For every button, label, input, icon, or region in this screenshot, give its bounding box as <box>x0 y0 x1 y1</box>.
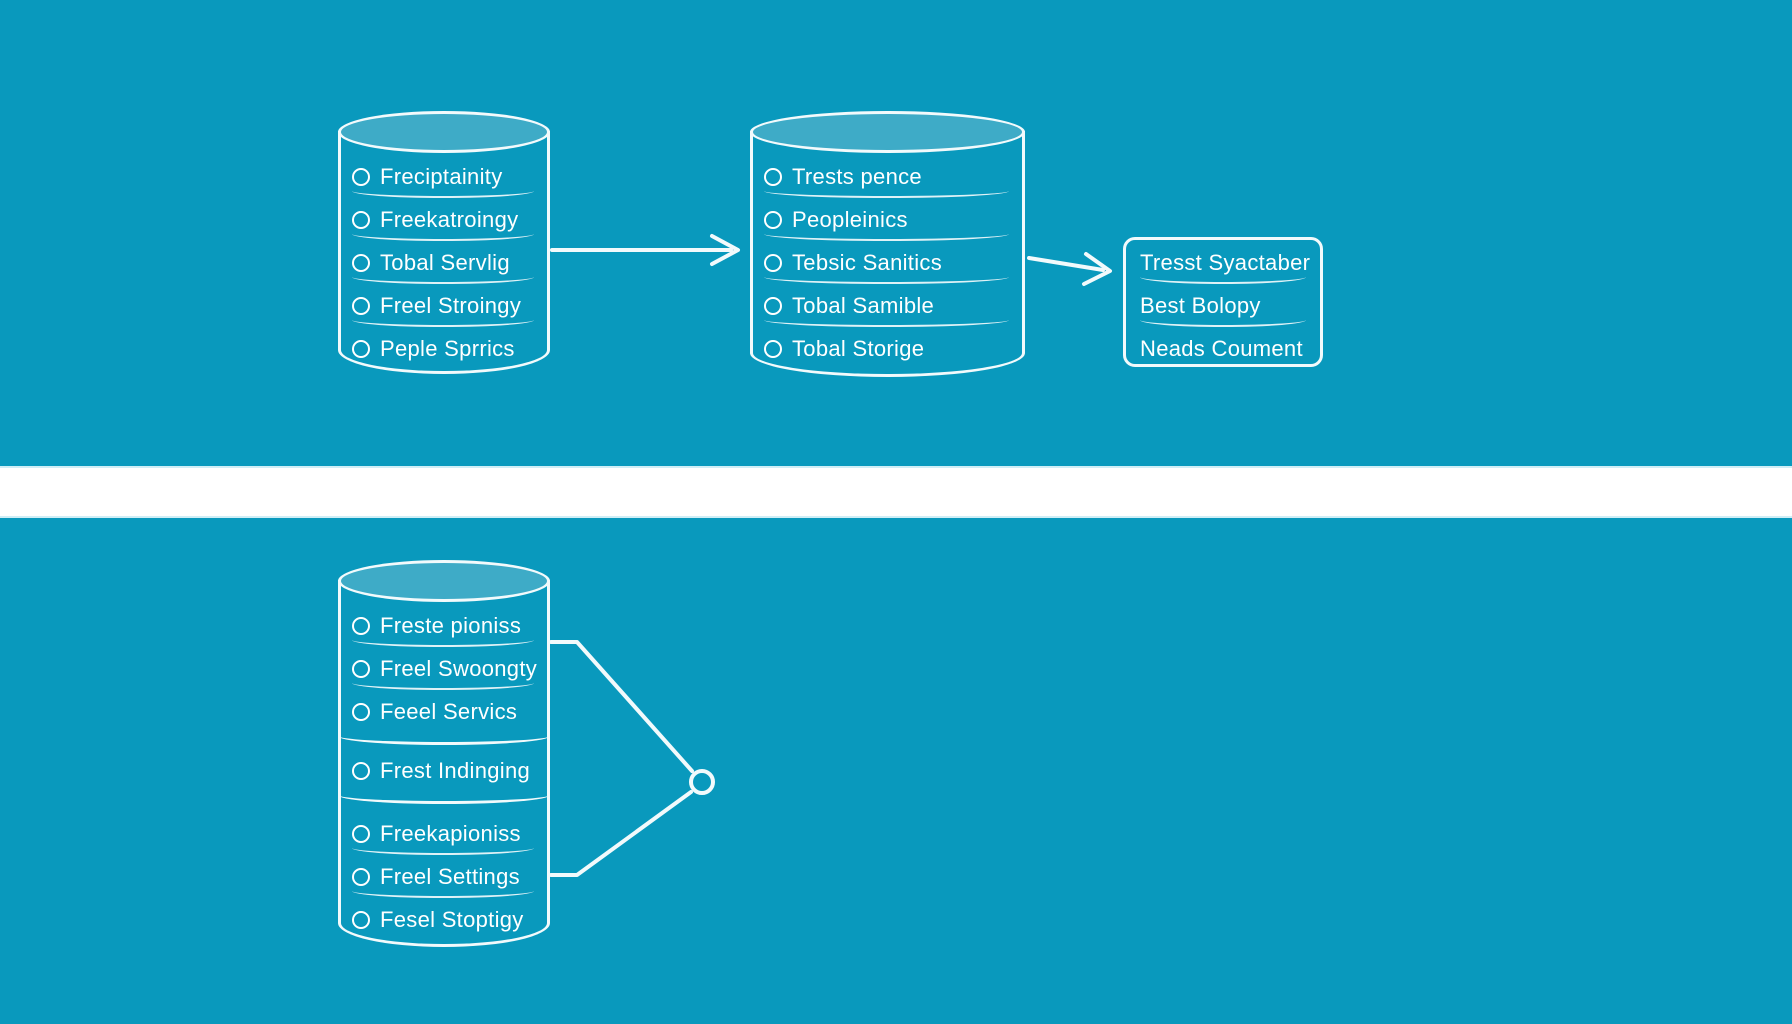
circle-bullet-icon <box>352 910 370 929</box>
cylinder-segment-divider <box>338 733 550 745</box>
database-cylinder-source: Freciptainity Freekatroingy Tobal Servli… <box>338 111 550 374</box>
list-item-label: Freel Settings <box>380 863 520 889</box>
list-item: Freekatroingy <box>352 198 536 241</box>
cylinder-body <box>750 131 1025 377</box>
list-item-label: Frest Indinging <box>380 757 531 783</box>
circle-bullet-icon <box>352 253 370 272</box>
circle-bullet-icon <box>352 867 370 886</box>
list-item: Freciptainity <box>352 155 536 198</box>
database-cylinder-middle: Trests pence Peopleinics Tebsic Sanitics… <box>750 111 1025 377</box>
merge-line-top <box>549 640 694 773</box>
list-item-label: Tresst Syactaber <box>1140 249 1311 275</box>
list-item-label: Tobal Samible <box>792 292 935 318</box>
list-item-label: Freekatroingy <box>380 206 519 232</box>
list-item: Freel Settings <box>352 855 536 898</box>
list-item: Freel Swoongty <box>352 647 538 690</box>
list-item: Freekapioniss <box>352 812 536 855</box>
list-item-label: Freel Stroingy <box>380 292 522 318</box>
list-item-label: Neads Coument <box>1140 335 1303 361</box>
circle-bullet-icon <box>352 616 370 635</box>
list-item: Peple Sprrics <box>352 327 536 370</box>
list-item-label: Freste pioniss <box>380 612 522 638</box>
list-item-label: Peple Sprrics <box>380 335 515 361</box>
circle-bullet-icon <box>764 167 782 186</box>
list-item-label: Trests pence <box>792 163 922 189</box>
circle-bullet-icon <box>352 824 370 843</box>
cylinder-item-list: Freciptainity Freekatroingy Tobal Servli… <box>352 155 536 370</box>
divider-band <box>0 466 1792 518</box>
list-item: Tresst Syactaber <box>1140 241 1311 284</box>
list-item: Tebsic Sanitics <box>764 241 1011 284</box>
cylinder-segment-divider <box>338 792 550 804</box>
circle-bullet-icon <box>352 761 370 780</box>
flow-arrow-2-icon <box>1027 252 1112 286</box>
list-item-label: Peopleinics <box>792 206 908 232</box>
circle-bullet-icon <box>352 296 370 315</box>
list-item-label: Freekapioniss <box>380 820 521 846</box>
list-item: Best Bolopy <box>1140 284 1308 327</box>
list-item: Peopleinics <box>764 198 1011 241</box>
merge-connector <box>549 640 715 877</box>
circle-bullet-icon <box>764 339 782 358</box>
list-item-label: Freciptainity <box>380 163 503 189</box>
list-item: Fesel Stoptigy <box>352 898 536 941</box>
list-item: Tobal Samible <box>764 284 1011 327</box>
flow-arrow-1-icon <box>550 234 740 266</box>
circle-bullet-icon <box>764 296 782 315</box>
cylinder-item-list: Freste pioniss Freel Swoongty Feeel Serv… <box>338 604 550 941</box>
cylinder-top-ellipse <box>338 560 550 602</box>
list-item-label: Freel Swoongty <box>380 655 538 681</box>
cylinder-body <box>338 580 550 947</box>
list-item-label: Fesel Stoptigy <box>380 906 524 932</box>
list-item-label: Feeel Servics <box>380 698 518 724</box>
cylinder-top-ellipse <box>338 111 550 153</box>
list-item-label: Tebsic Sanitics <box>792 249 943 275</box>
merge-node-circle-icon <box>689 769 715 795</box>
list-item: Feeel Servics <box>352 690 536 733</box>
cylinder-body <box>338 131 550 374</box>
cylinder-item-list: Trests pence Peopleinics Tebsic Sanitics… <box>764 155 1011 370</box>
list-item: Neads Coument <box>1140 327 1308 370</box>
list-item-label: Best Bolopy <box>1140 292 1261 318</box>
circle-bullet-icon <box>352 339 370 358</box>
list-item: Frest Indinging <box>352 749 536 792</box>
list-item: Freste pioniss <box>352 604 536 647</box>
result-box: Tresst Syactaber Best Bolopy Neads Coume… <box>1123 237 1323 367</box>
cylinder-top-ellipse <box>750 111 1025 153</box>
circle-bullet-icon <box>352 702 370 721</box>
database-cylinder-stacked: Freste pioniss Freel Swoongty Feeel Serv… <box>338 560 550 947</box>
result-box-item-list: Tresst Syactaber Best Bolopy Neads Coume… <box>1140 241 1311 370</box>
circle-bullet-icon <box>352 167 370 186</box>
circle-bullet-icon <box>352 659 370 678</box>
list-item-label: Tobal Servlig <box>380 249 510 275</box>
list-item: Tobal Servlig <box>352 241 536 284</box>
circle-bullet-icon <box>764 210 782 229</box>
merge-line-bottom <box>549 790 693 877</box>
list-item: Trests pence <box>764 155 1011 198</box>
list-item: Tobal Storige <box>764 327 1011 370</box>
circle-bullet-icon <box>352 210 370 229</box>
list-item: Freel Stroingy <box>352 284 536 327</box>
circle-bullet-icon <box>764 253 782 272</box>
list-item-label: Tobal Storige <box>792 335 925 361</box>
